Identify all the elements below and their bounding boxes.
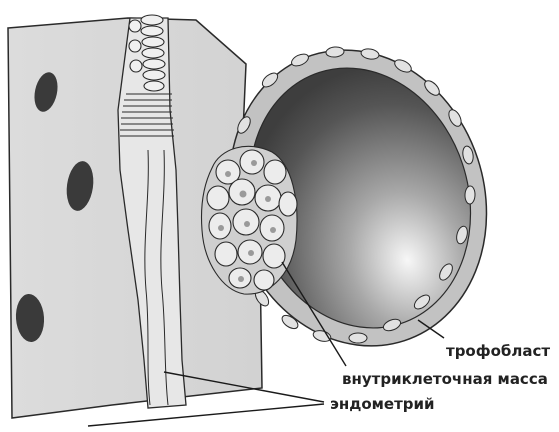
label-inner-cell-mass: внутриклеточная масса xyxy=(342,370,548,388)
label-trophoblast: трофобласт xyxy=(446,342,550,360)
leader-endometrium-b xyxy=(88,404,324,426)
inner-cell-mass xyxy=(201,146,297,294)
label-endometrium: эндометрий xyxy=(330,395,435,413)
